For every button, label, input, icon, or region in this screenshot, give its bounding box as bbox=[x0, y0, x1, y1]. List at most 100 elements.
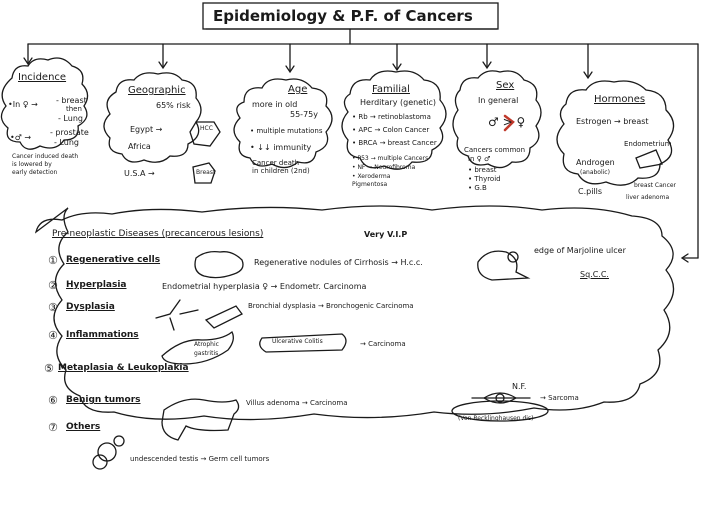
geographic-africa: Africa bbox=[128, 142, 151, 151]
foot-ulcer-sketch bbox=[477, 250, 531, 281]
row-number: ⑥ bbox=[48, 394, 58, 407]
hormones-endometrium: Endometrium bbox=[624, 140, 672, 148]
age-item-2: • ↓↓ immunity bbox=[250, 143, 312, 152]
incidence-cloud bbox=[0, 57, 89, 150]
familial-item: • Xeroderma bbox=[352, 173, 391, 180]
age-line-2: 55-75y bbox=[290, 110, 318, 119]
row-name: Others bbox=[66, 422, 101, 432]
sex-cloud bbox=[452, 70, 542, 169]
nf-label: N.F. bbox=[512, 382, 527, 391]
hormones-heading: Hormones bbox=[594, 94, 646, 105]
sex-heading: Sex bbox=[496, 80, 515, 91]
scc-label: Sq.C.C. bbox=[580, 270, 609, 279]
familial-sub: Herditary (genetic) bbox=[360, 98, 436, 107]
sex-item: • breast bbox=[468, 166, 497, 174]
incidence-note-3: early detection bbox=[12, 169, 58, 176]
sex-symbols: ♂ > ♀ bbox=[488, 115, 526, 129]
incidence-note-1: Cancer induced death bbox=[12, 153, 79, 160]
sex-common-1: Cancers common bbox=[464, 146, 526, 154]
row-number: ② bbox=[48, 279, 58, 292]
hormones-androgen-sub: (anabolic) bbox=[580, 169, 610, 176]
row-number: ⑤ bbox=[44, 362, 54, 375]
geographic-usa: U.S.A → bbox=[124, 169, 155, 178]
row-name: Dysplasia bbox=[66, 302, 115, 312]
von-label: (Von Recklinghausen dis) bbox=[458, 415, 534, 422]
incidence-female: •In ♀ → bbox=[8, 100, 38, 109]
preneoplastic-cloud bbox=[34, 205, 675, 421]
sex-item: • Thyroid bbox=[468, 175, 501, 183]
row-desc: → Carcinoma bbox=[360, 340, 406, 348]
row-name: Regenerative cells bbox=[66, 255, 161, 265]
familial-cloud bbox=[341, 70, 447, 170]
geographic-egypt: Egypt → bbox=[130, 125, 163, 134]
vip-label: Very V.I.P bbox=[364, 230, 408, 239]
row-name: Benign tumors bbox=[66, 395, 141, 405]
incidence-heading: Incidence bbox=[18, 72, 67, 83]
geographic-risk: 65% risk bbox=[156, 101, 191, 110]
age-note-2: in children (2nd) bbox=[252, 167, 310, 175]
age-heading: Age bbox=[288, 84, 308, 95]
familial-item: • P53 → multiple Cancers bbox=[352, 155, 429, 162]
incidence-male-2: - Lung bbox=[54, 138, 79, 147]
geographic-heading: Geographic bbox=[128, 85, 186, 96]
geographic-breast: Breast bbox=[196, 169, 216, 176]
row-desc: undescended testis → Germ cell tumors bbox=[130, 455, 270, 463]
ulcerative-label: Ulcerative Colitis bbox=[272, 338, 323, 345]
row-desc: Endometrial hyperplasia ♀ → Endometr. Ca… bbox=[162, 282, 367, 291]
row-name: Hyperplasia bbox=[66, 280, 127, 290]
stomach-sketch bbox=[161, 330, 234, 365]
colon-sketch bbox=[259, 333, 347, 353]
familial-item: • APC → Colon Cancer bbox=[352, 126, 430, 134]
greater-than-mark bbox=[503, 114, 515, 132]
colon-polyp-sketch bbox=[161, 398, 240, 441]
hormones-estrogen: Estrogen → breast bbox=[576, 117, 649, 126]
page-title: Epidemiology & P.F. of Cancers bbox=[213, 7, 473, 25]
familial-item: • BRCA → breast Cancer bbox=[352, 139, 437, 147]
incidence-male-1: - prostate bbox=[50, 128, 89, 137]
uterus-sketch bbox=[635, 149, 663, 169]
sex-common-2: in ♀ ♂ bbox=[468, 155, 491, 163]
arrowhead bbox=[23, 57, 33, 66]
marjolin-label: edge of Marjoline ulcer bbox=[534, 246, 626, 255]
testis-sketch bbox=[97, 442, 117, 462]
familial-item: • Rb → retinoblastoma bbox=[352, 113, 431, 121]
row-number: ③ bbox=[48, 301, 58, 314]
geographic-hcc: HCC bbox=[200, 125, 213, 132]
preneoplastic-heading: Pre-neoplastic Diseases (precancerous le… bbox=[52, 229, 264, 239]
row-name: Inflammations bbox=[66, 330, 139, 340]
age-item-1: • multiple mutations bbox=[250, 127, 323, 135]
familial-item: Pigmentosa bbox=[352, 181, 388, 188]
breast-sketch bbox=[192, 162, 216, 184]
row-number: ④ bbox=[48, 329, 58, 342]
sex-sub: In general bbox=[478, 96, 519, 105]
von-ellipse bbox=[451, 400, 549, 422]
sex-item: • G.B bbox=[468, 184, 487, 192]
age-note-1: Cancer death bbox=[252, 159, 300, 167]
age-cloud bbox=[233, 78, 333, 169]
bronchus-sketch bbox=[155, 299, 199, 331]
incidence-female-1: - breast bbox=[56, 96, 87, 105]
familial-heading: Familial bbox=[372, 84, 410, 95]
incidence-note-2: is lowered by bbox=[12, 161, 52, 168]
cirrhotic-liver-sketch bbox=[194, 250, 244, 279]
cigarette-sketch bbox=[204, 305, 243, 329]
row-desc: Bronchial dysplasia → Bronchogenic Carci… bbox=[248, 302, 414, 310]
row-desc: Regenerative nodules of Cirrhosis → H.c.… bbox=[254, 258, 423, 267]
liver-sketch bbox=[189, 121, 221, 147]
row-desc: Villus adenoma → Carcinoma bbox=[246, 399, 348, 407]
row-number: ① bbox=[48, 254, 58, 267]
familial-item: • NF → Neurofibroma bbox=[352, 164, 416, 171]
geographic-cloud bbox=[103, 72, 202, 163]
row-number: ⑦ bbox=[48, 421, 58, 434]
hormones-androgen: Androgen bbox=[576, 158, 615, 167]
hormones-pills: C.pills bbox=[578, 187, 603, 196]
atrophic-label: Atrophic gastritis bbox=[194, 341, 219, 357]
age-line-1: more in old bbox=[252, 100, 298, 109]
incidence-female-3: - Lung bbox=[58, 114, 83, 123]
incidence-female-2: then bbox=[66, 105, 82, 113]
hormones-breast-cancer: breast Cancer bbox=[634, 182, 677, 189]
incidence-male: •♂ → bbox=[10, 133, 32, 142]
row-name: Metaplasia & Leukoplakia bbox=[58, 363, 189, 373]
